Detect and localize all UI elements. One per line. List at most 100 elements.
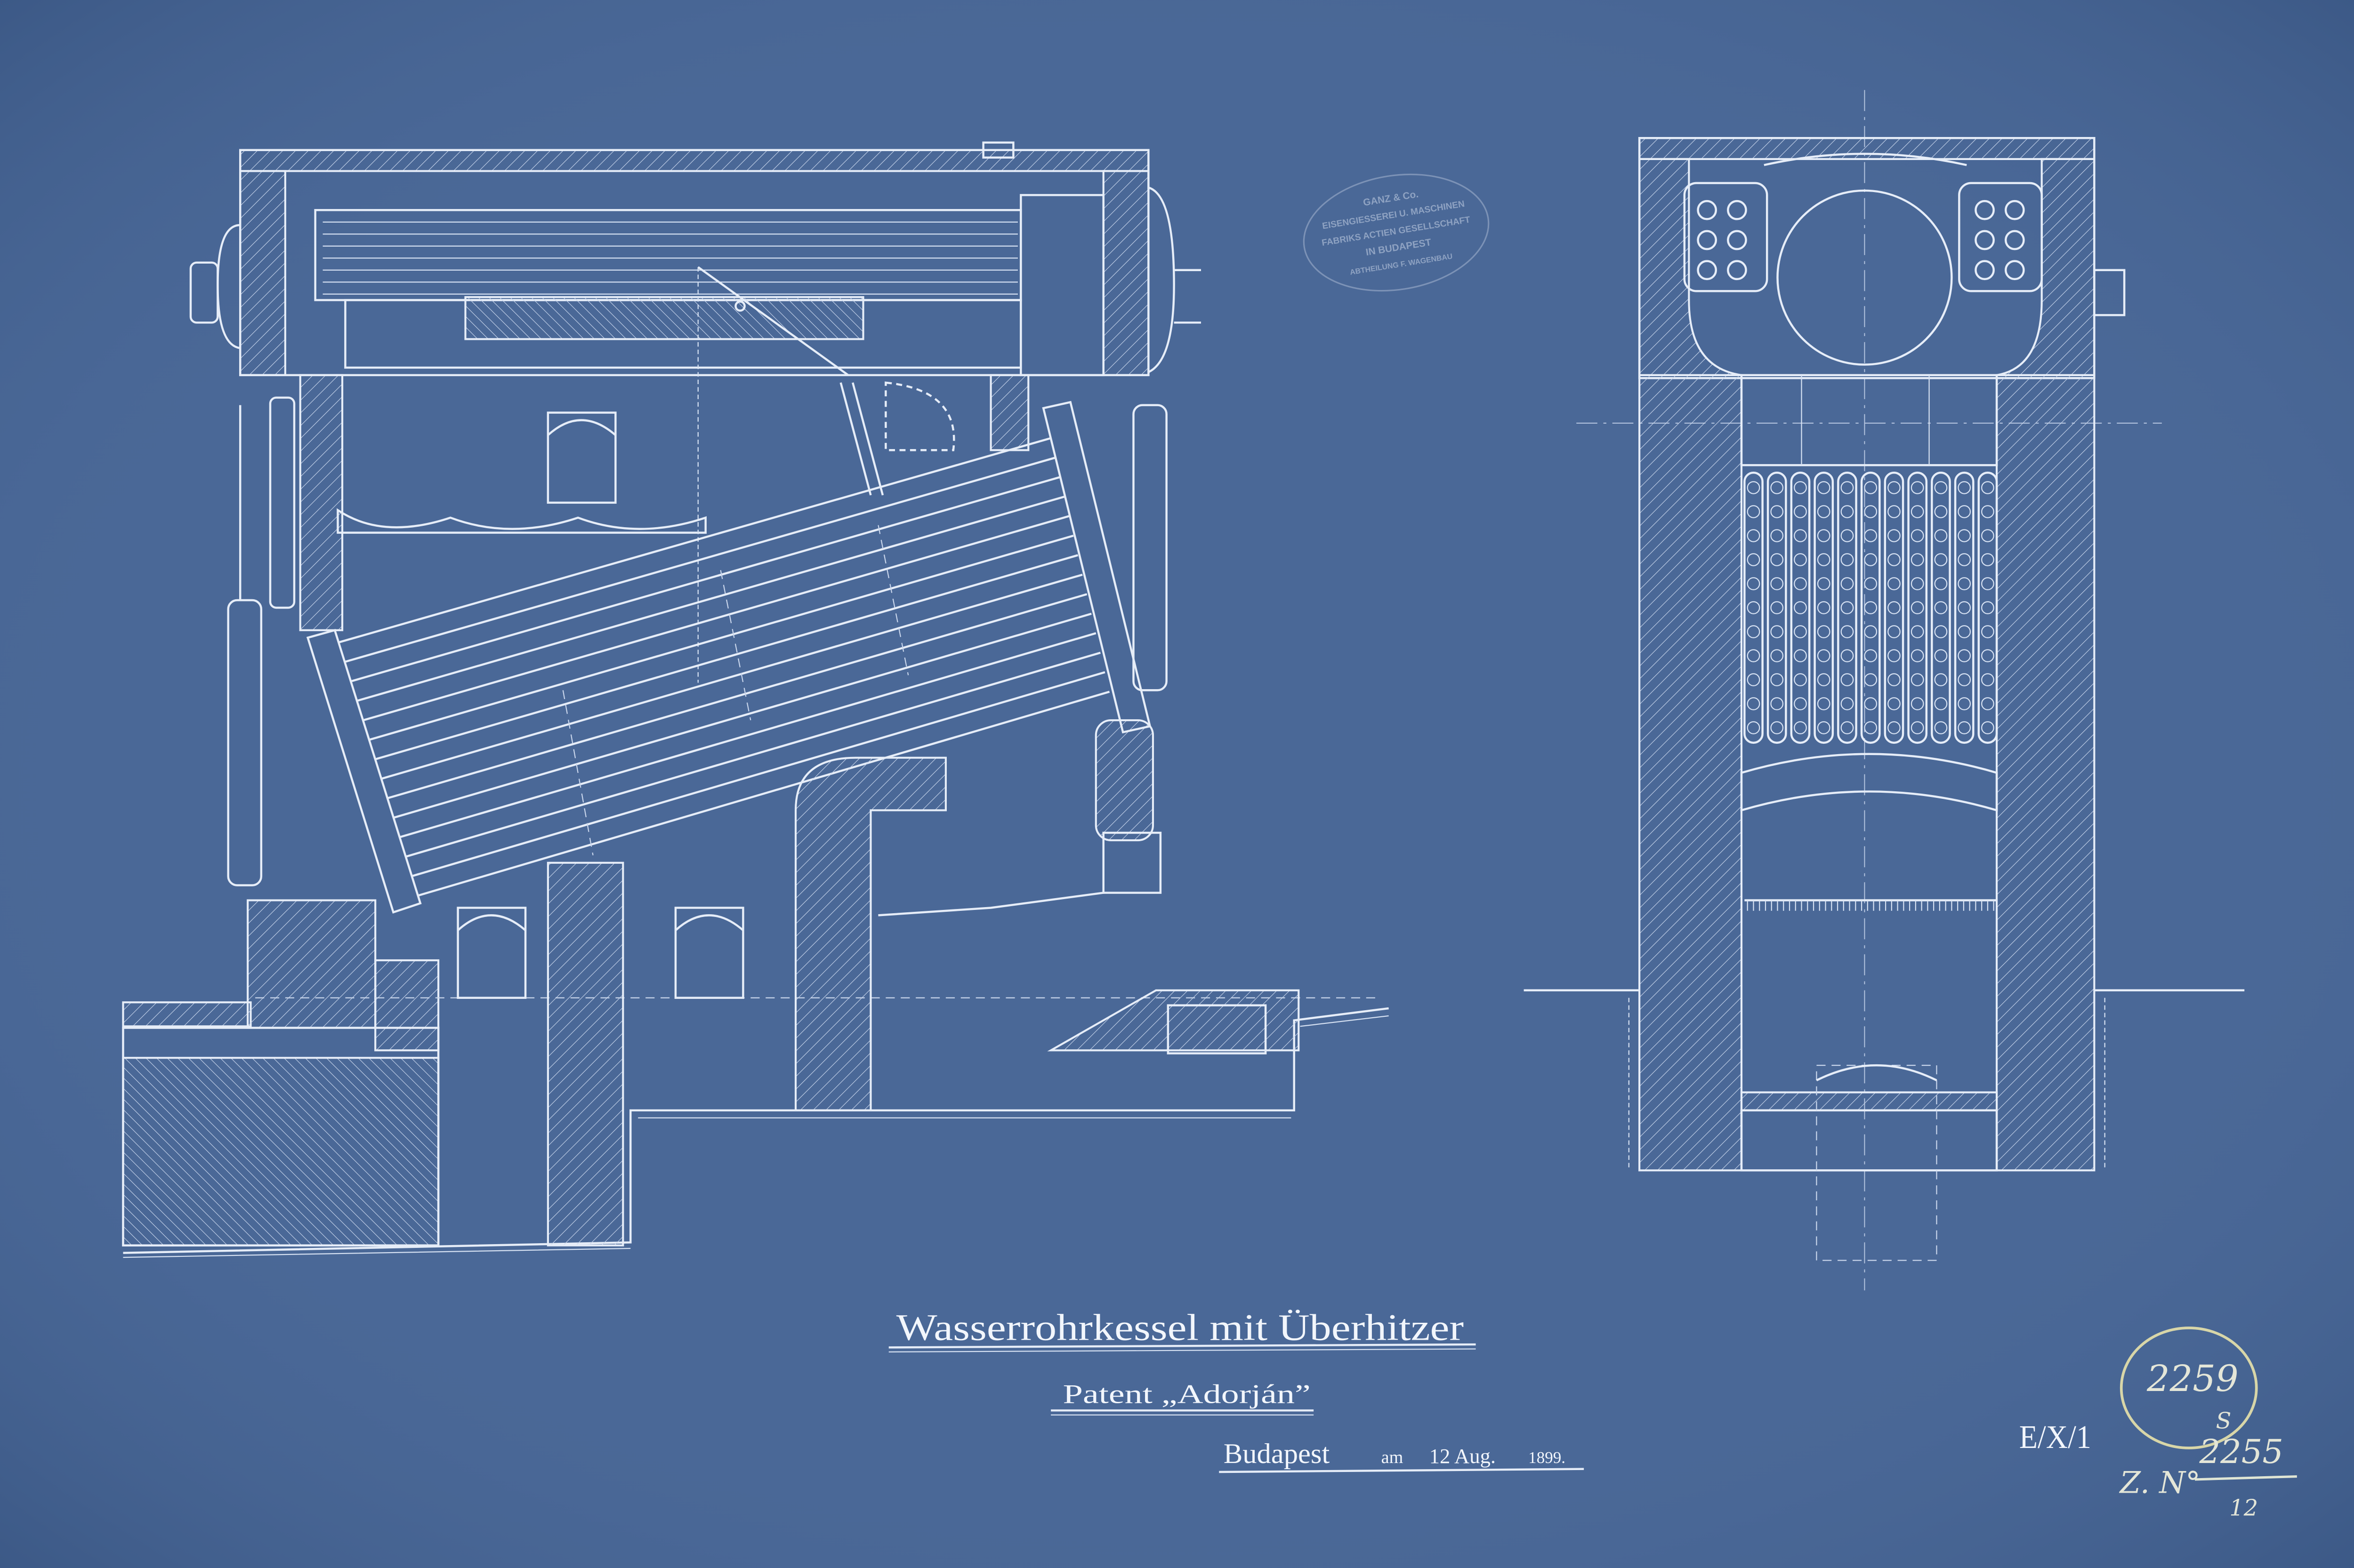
tube-end	[1747, 697, 1760, 710]
tube-end	[1770, 577, 1784, 590]
tube-end	[1934, 697, 1948, 710]
top-insulation	[239, 149, 1150, 172]
tube-end	[1840, 697, 1854, 710]
tube-end	[1911, 529, 1924, 542]
tube-end	[1911, 553, 1924, 566]
tube-end	[1887, 721, 1901, 734]
tube-column	[1884, 471, 1904, 744]
tube-end	[1958, 577, 1971, 590]
date-day-month: 12 Aug.	[1429, 1444, 1496, 1468]
tube-end	[1887, 697, 1901, 710]
tube-end	[1981, 697, 1994, 710]
rear-water-column	[1132, 404, 1168, 692]
tube-end	[1958, 601, 1971, 614]
tube-end	[1817, 505, 1830, 518]
steam-drum	[1776, 189, 1953, 366]
tube-end	[1958, 481, 1971, 494]
title-block: Wasserrohrkessel mit Überhitzer Patent „…	[888, 1307, 1584, 1473]
drawing-subtitle: Patent „Adorján”	[1063, 1379, 1311, 1409]
tube-end	[1887, 673, 1901, 686]
tube-end	[1770, 529, 1784, 542]
tube-end	[1794, 481, 1807, 494]
tube-end	[1864, 529, 1878, 542]
tube-end	[1747, 529, 1760, 542]
tube-end	[1770, 673, 1784, 686]
tube-end	[1864, 505, 1878, 518]
svg-text:S: S	[2216, 1408, 2232, 1434]
tube-end	[1840, 481, 1854, 494]
tube-end	[1887, 505, 1901, 518]
tube-end	[1747, 481, 1760, 494]
tube-end	[1747, 553, 1760, 566]
tube-end	[1770, 721, 1784, 734]
tube-column	[1954, 471, 1975, 744]
tube-end	[1794, 721, 1807, 734]
tube-column	[1977, 471, 1998, 744]
tube-end	[1911, 697, 1924, 710]
tube-end	[1817, 577, 1830, 590]
tube-end	[1958, 649, 1971, 662]
tube-end	[1840, 649, 1854, 662]
tube-end	[1911, 673, 1924, 686]
tube-end	[1958, 553, 1971, 566]
ash-pit	[1740, 1109, 1998, 1172]
tube-column	[1931, 471, 1951, 744]
tube-end	[1770, 697, 1784, 710]
inclined-water-tube-bank	[306, 401, 1152, 914]
tube-end	[1840, 601, 1854, 614]
tube-column	[1766, 471, 1787, 744]
tube-column	[1743, 471, 1764, 744]
tube-end	[1770, 625, 1784, 638]
tube-end	[1747, 721, 1760, 734]
tube-end	[1911, 625, 1924, 638]
tube-end	[1887, 577, 1901, 590]
svg-text:E/X/1: E/X/1	[2019, 1419, 2091, 1455]
tube-column	[1860, 471, 1881, 744]
water-tube-grid	[1743, 471, 1998, 744]
tube-column	[1907, 471, 1928, 744]
tube-end	[1887, 553, 1901, 566]
tube-end	[1794, 697, 1807, 710]
tube-end	[1887, 529, 1901, 542]
place: Budapest	[1224, 1438, 1330, 1470]
tube-end	[1958, 721, 1971, 734]
side-section-drawing	[122, 141, 1389, 1258]
tube-end	[1794, 649, 1807, 662]
cross-section-drawing	[1524, 90, 2245, 1291]
tube-end	[1911, 649, 1924, 662]
tube-column	[1790, 471, 1811, 744]
tube-end	[1958, 625, 1971, 638]
tube-end	[1864, 553, 1878, 566]
tube-end	[1817, 721, 1830, 734]
tube-end	[1887, 649, 1901, 662]
tube-end	[1887, 481, 1901, 494]
svg-text:Z. N°: Z. N°	[2119, 1466, 2201, 1501]
tube-end	[1958, 529, 1971, 542]
drum-end-right	[1148, 186, 1175, 373]
tube-end	[1817, 529, 1830, 542]
date-am: am	[1381, 1447, 1403, 1467]
drawing-title: Wasserrohrkessel mit Überhitzer	[896, 1307, 1464, 1349]
tile-baffle	[337, 508, 707, 534]
upper-arch-opening	[547, 411, 617, 504]
tube-end	[1794, 601, 1807, 614]
tube-end	[1864, 697, 1878, 710]
tube-end	[1864, 673, 1878, 686]
tube-end	[1864, 577, 1878, 590]
tube-end	[1817, 697, 1830, 710]
tube-end	[1981, 721, 1994, 734]
tube-end	[1911, 505, 1924, 518]
tube-end	[1747, 649, 1760, 662]
tube-end	[1981, 625, 1994, 638]
tube-end	[1981, 577, 1994, 590]
tube-end	[1770, 601, 1784, 614]
svg-text:2255: 2255	[2199, 1432, 2284, 1471]
tube-end	[1864, 721, 1878, 734]
tube-end	[1911, 601, 1924, 614]
tube-end	[1911, 481, 1924, 494]
tube-end	[1817, 673, 1830, 686]
tube-end	[1817, 649, 1830, 662]
tube-end	[1981, 505, 1994, 518]
